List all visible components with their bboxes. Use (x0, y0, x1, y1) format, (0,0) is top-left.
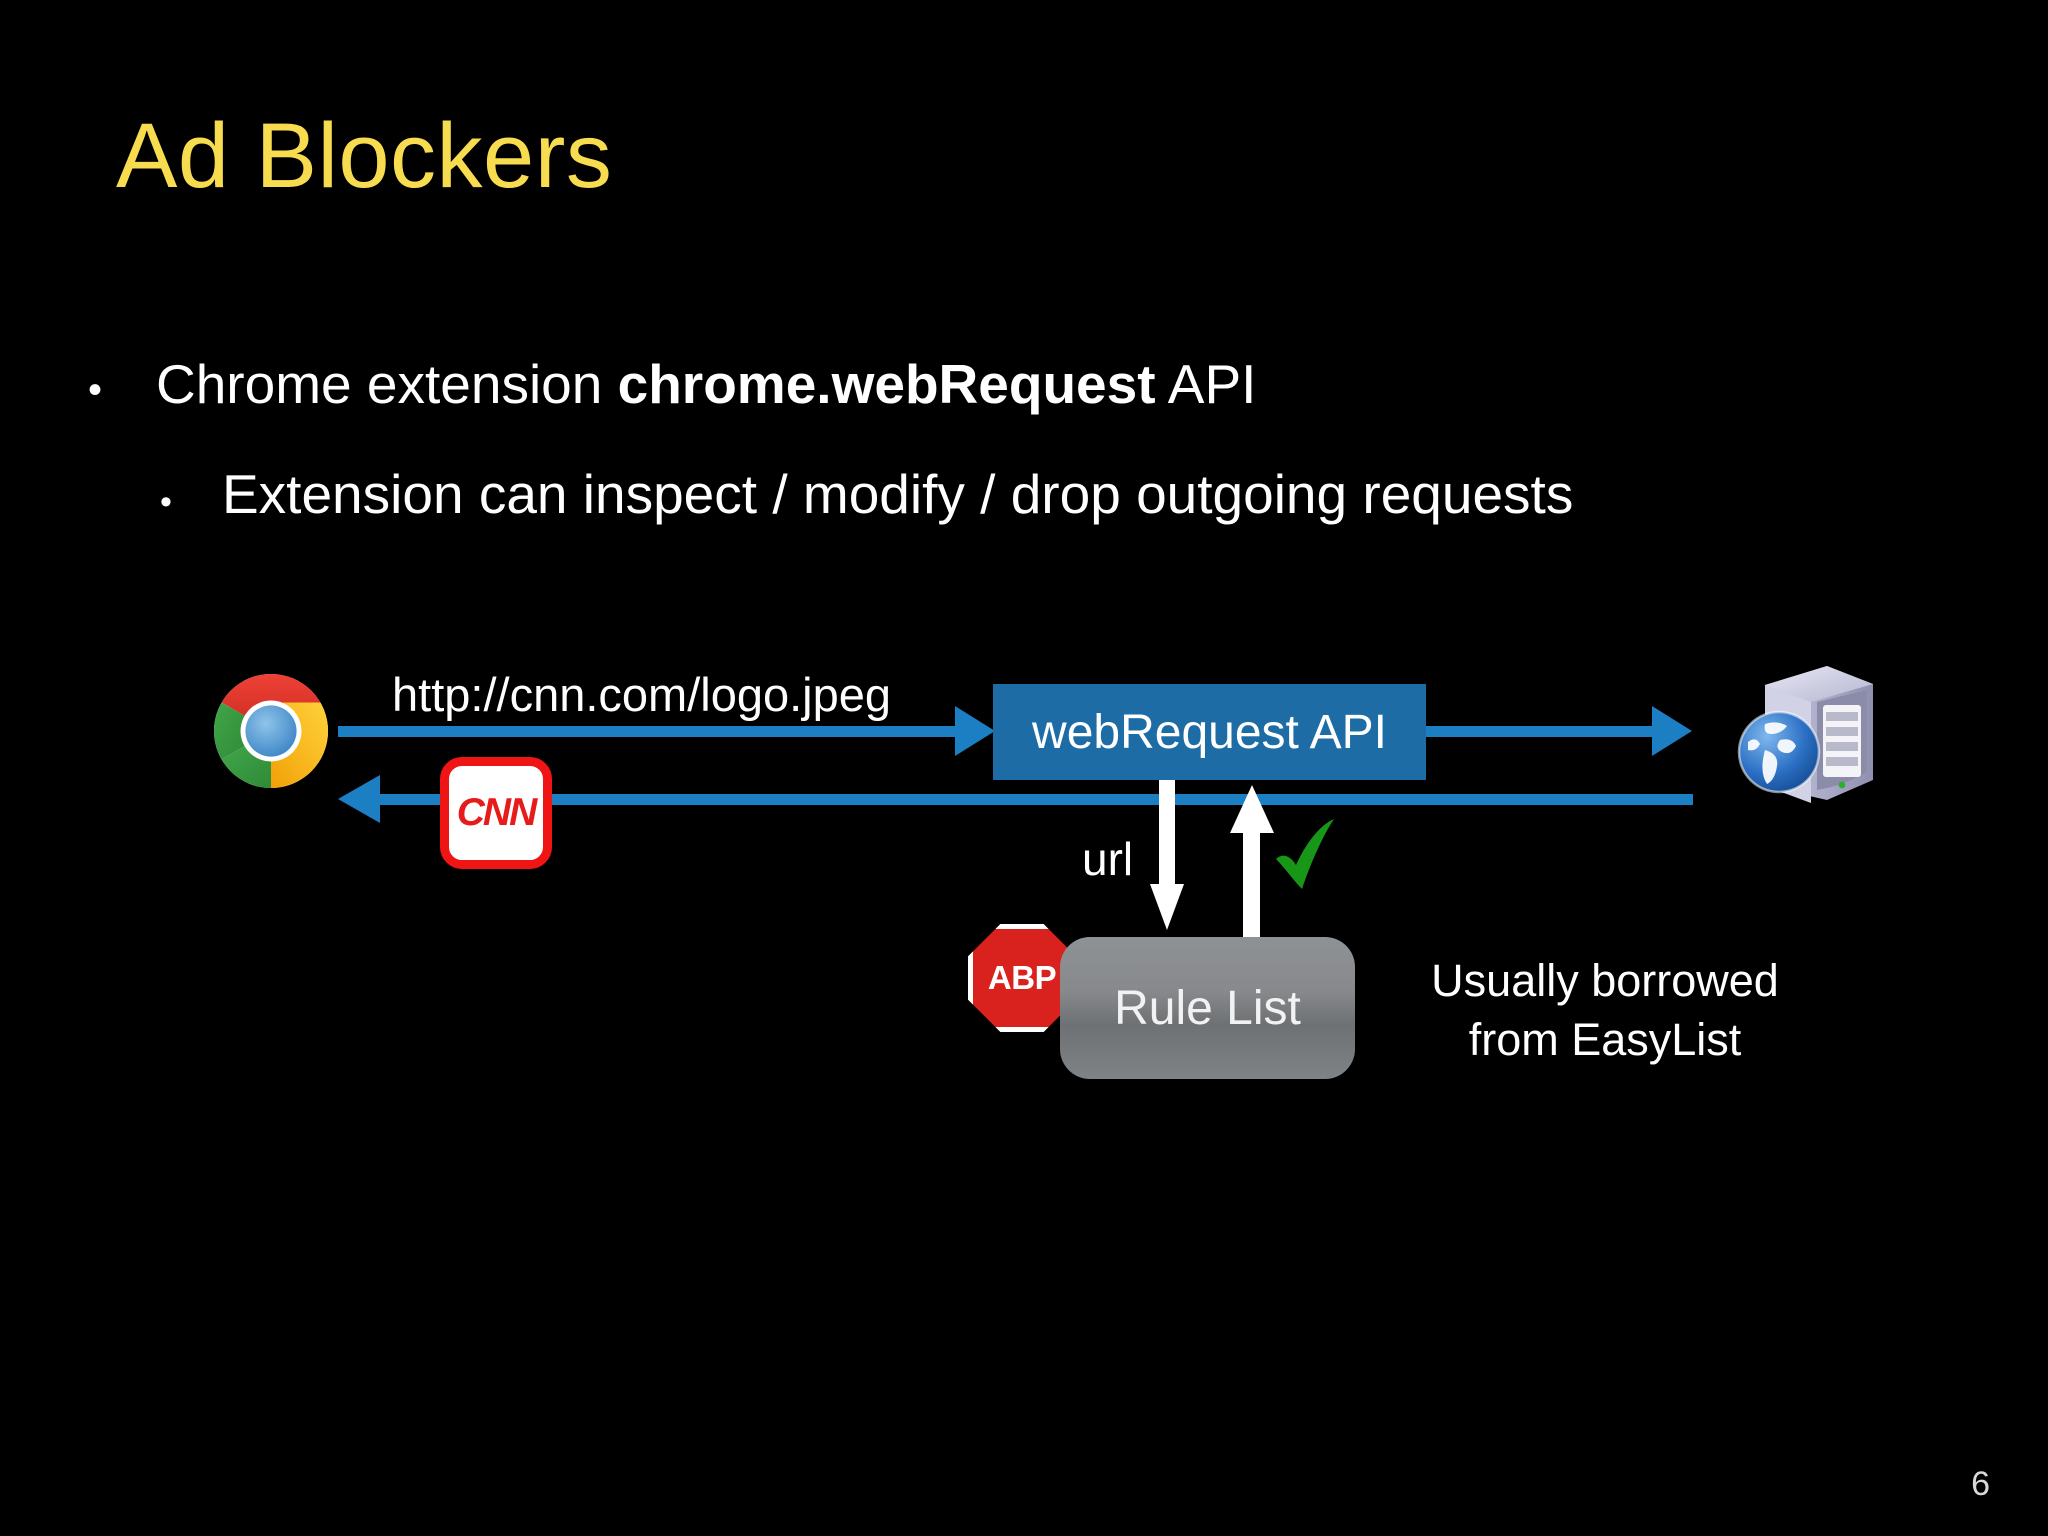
arrow-shaft (1159, 780, 1175, 888)
arrow-head (1230, 785, 1274, 833)
abp-octagon: ABP (968, 924, 1076, 1032)
bullet-level1-bold: chrome.webRequest (617, 353, 1156, 415)
response-arrow-line (355, 794, 1693, 805)
request-arrow-line (338, 726, 963, 737)
url-down-arrow-icon (1150, 780, 1184, 930)
easylist-note-line1: Usually borrowed (1431, 955, 1779, 1006)
request-url-label: http://cnn.com/logo.jpeg (392, 668, 892, 721)
bullet-level1-text: Chrome extension chrome.webRequest API (156, 352, 1256, 416)
webrequest-api-label: webRequest API (1032, 705, 1387, 759)
bullet-level2: • Extension can inspect / modify / drop … (160, 462, 1573, 526)
adblock-plus-badge-icon: ABP (968, 924, 1076, 1032)
outgoing-arrow-line (1423, 726, 1660, 737)
verdict-up-arrow-icon (1230, 785, 1274, 945)
webrequest-api-box: webRequest API (993, 684, 1426, 780)
cnn-logo-icon: CNN (440, 757, 552, 869)
rule-list-box: Rule List (1060, 937, 1355, 1079)
easylist-note: Usually borrowed from EasyList (1390, 958, 1820, 1076)
rule-list-label: Rule List (1114, 981, 1301, 1035)
bullet-level1: • Chrome extension chrome.webRequest API (88, 352, 1256, 416)
outgoing-arrow-head-icon (1652, 706, 1692, 756)
arrow-head (1150, 884, 1184, 930)
url-down-arrow-label: url (1082, 833, 1134, 885)
easylist-note-line2: from EasyList (1468, 1014, 1742, 1065)
arrow-shaft (1243, 827, 1260, 945)
web-server-icon (1735, 660, 1895, 815)
bullet-marker-icon: • (160, 483, 172, 521)
chrome-logo-icon (212, 672, 330, 790)
request-arrow-head-icon (955, 706, 995, 756)
abp-label: ABP (987, 959, 1057, 996)
page-title: Ad Blockers (116, 105, 613, 207)
bullet-marker-icon: • (88, 368, 103, 412)
green-check-icon (1272, 815, 1340, 895)
page-number: 6 (1971, 1465, 1990, 1503)
bullet-level2-text: Extension can inspect / modify / drop ou… (222, 463, 1574, 525)
bullet-level1-suffix: API (1155, 353, 1257, 415)
cnn-logo-frame: CNN (440, 757, 552, 869)
response-arrow-head-icon (338, 775, 380, 823)
cnn-logo-text: CNN (456, 791, 537, 834)
bullet-level1-prefix: Chrome extension (156, 353, 618, 415)
